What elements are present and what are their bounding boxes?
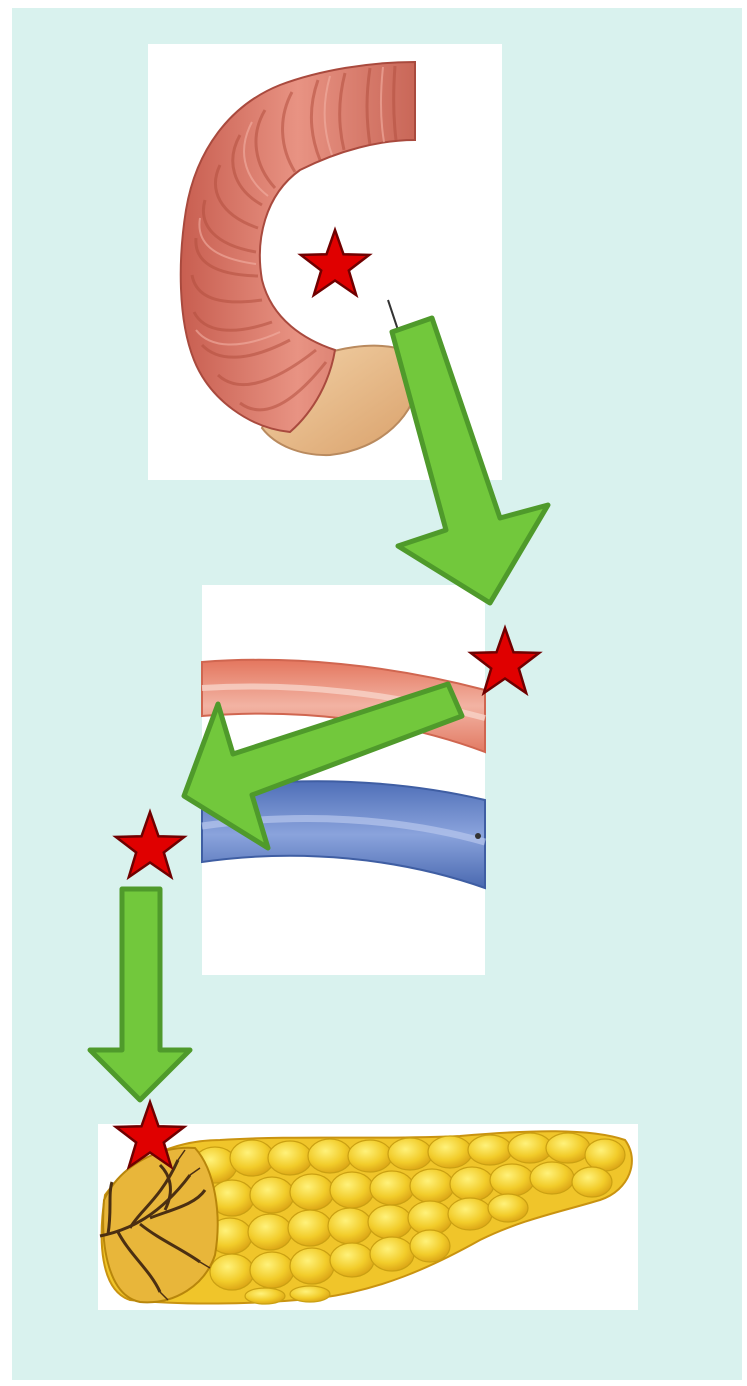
pancreas-illustration [98, 1124, 638, 1310]
